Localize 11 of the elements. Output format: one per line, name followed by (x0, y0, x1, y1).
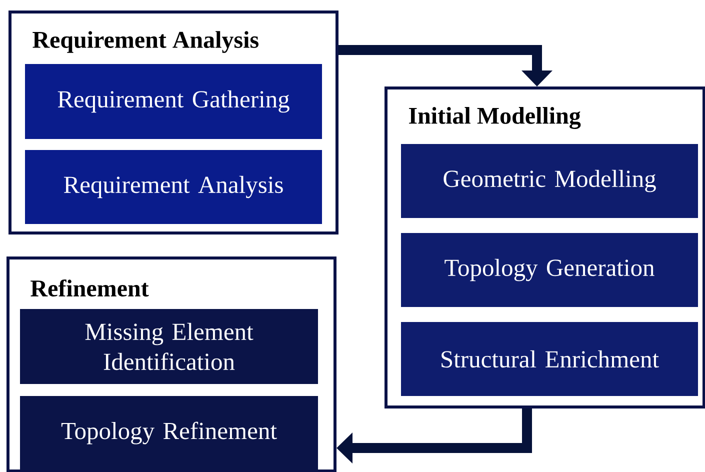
process-box: Missing Element Identification (20, 309, 318, 384)
process-box: Requirement Gathering (25, 64, 322, 139)
group-heading: Initial Modelling (409, 107, 581, 129)
group-heading: Refinement (30, 279, 149, 297)
group-heading: Requirement Analysis (32, 31, 258, 53)
node-label: Topology Refinement (61, 422, 277, 444)
process-box: Requirement Analysis (25, 150, 322, 224)
process-box: Topology Refinement (20, 396, 318, 470)
process-box: Geometric Modelling (401, 144, 698, 218)
process-box: Topology Generation (401, 233, 698, 307)
process-box: Structural Enrichment (401, 322, 698, 396)
